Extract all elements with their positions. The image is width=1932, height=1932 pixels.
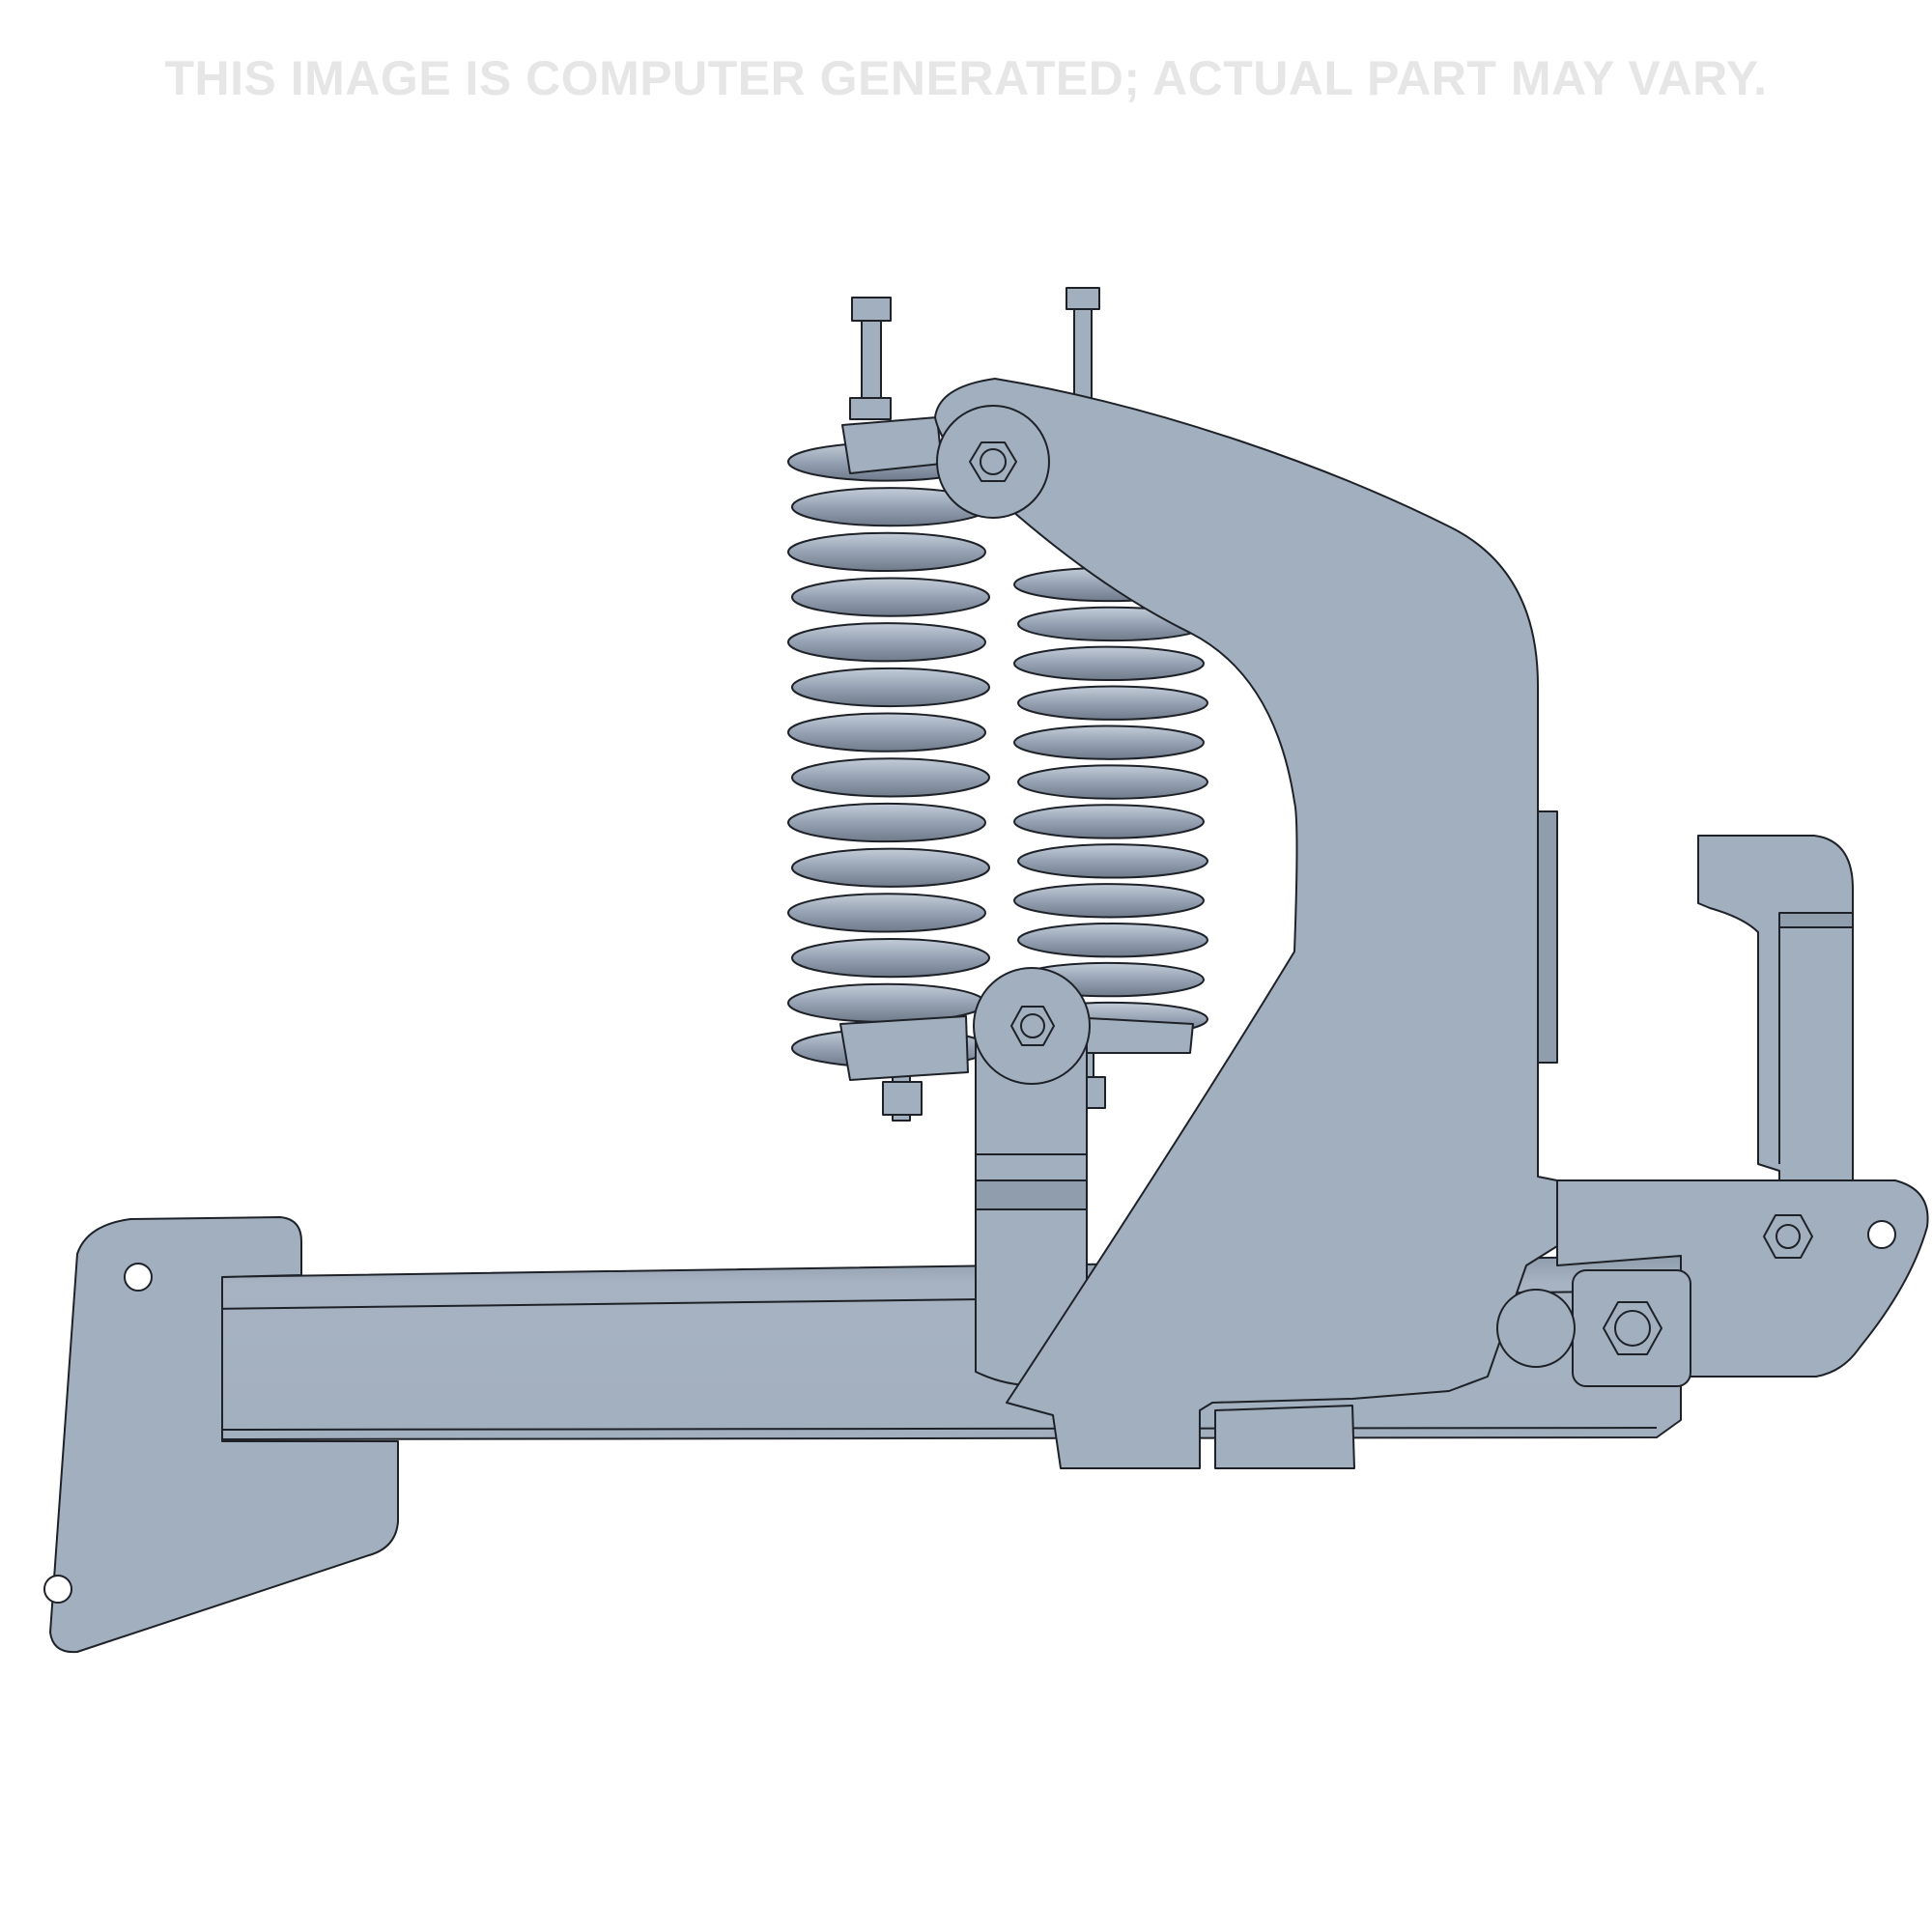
spring-coil [787,893,986,933]
tube-sleeve-clamp [1214,1405,1355,1469]
spring-coil [1017,764,1208,800]
plate-hole-upper [124,1263,153,1292]
spring-coil [791,577,990,617]
front-coil-spring [787,441,990,1068]
bolt-pad [1572,1269,1691,1387]
rear-coil-spring [1013,566,1208,1037]
spring-coil [1013,645,1205,681]
left-mounting-plate [43,1216,399,1654]
spring-coil [791,667,990,708]
upper-pivot [936,405,1050,519]
spring-coil [787,531,986,572]
spring-coil [787,622,986,663]
round-boss [1496,1289,1576,1368]
end-plate-hole [1867,1220,1896,1249]
spring-coil [1017,685,1208,721]
end-plate-bolt [1763,1214,1813,1259]
spring-coil [1013,724,1205,760]
frame-mount-bracket [1537,810,1854,1184]
spring-coil [1013,883,1205,919]
disclaimer-text: THIS IMAGE IS COMPUTER GENERATED; ACTUAL… [164,51,1768,105]
spring-coil [1017,923,1208,958]
lower-link-bolt [1010,1006,1055,1046]
right-end-plate [1556,1179,1929,1378]
spring-coil [791,938,990,979]
spring-coil [787,712,986,753]
spring-coil [1017,843,1208,879]
spring-coil [1013,804,1205,839]
center-link [973,967,1091,1386]
spring-coil [791,847,990,888]
spring-coil [787,802,986,843]
spring-coil [791,757,990,798]
plate-hole-lower [43,1575,72,1604]
lower-spring-seat-front [839,1015,969,1081]
upper-spring-seat [841,416,943,474]
